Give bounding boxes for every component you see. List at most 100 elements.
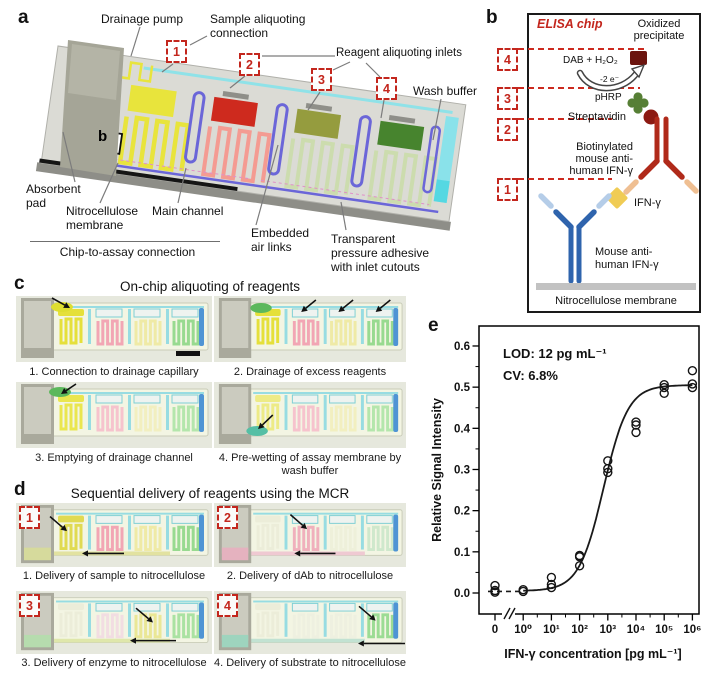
label-line: connection <box>210 26 269 41</box>
photo-aliquoting-step-2 <box>214 296 406 362</box>
caption-aliquoting-3: 3. Emptying of drainage channel <box>35 452 193 464</box>
inlet-badge-1: 1 <box>166 40 187 63</box>
x-tick-label: 10¹ <box>543 624 560 636</box>
panel-d-title: Sequential delivery of reagents using th… <box>70 486 350 501</box>
caption-aliquoting-4: 4. Pre-wetting of assay membrane by wash… <box>218 452 402 478</box>
data-point <box>518 585 528 595</box>
chip-photo-illustration <box>16 296 212 362</box>
data-point <box>631 417 641 427</box>
air-link-loop <box>422 125 442 194</box>
step-badge-2: 2 <box>497 118 518 141</box>
label-line: Nitrocellulose <box>66 204 139 218</box>
y-tick-label: 0.2 <box>454 506 470 518</box>
y-tick-label: 0.5 <box>454 382 471 394</box>
sample-reservoir <box>127 84 177 118</box>
chip-photo-illustration <box>214 296 406 362</box>
chip-photo-illustration <box>16 591 212 654</box>
absorbent-pad-face <box>68 44 120 100</box>
photo-aliquoting-step-3 <box>16 382 212 448</box>
label-line: Chip-to-assay connection <box>59 245 196 259</box>
delivery-badge-3: 3 <box>19 594 40 617</box>
data-point <box>546 579 557 590</box>
inlet-badge-2: 2 <box>239 53 260 76</box>
label-capture-2: human IFN-γ <box>595 259 659 271</box>
axis-break-mark <box>503 607 511 620</box>
reagent-serpentine-olive <box>284 137 355 196</box>
label-reagent-inlets: Reagent aliquoting inlets <box>336 47 462 61</box>
reagent-reservoir-olive <box>294 108 342 139</box>
x-tick-label: 10⁶ <box>683 624 701 636</box>
inlet-badge-3: 3 <box>311 68 332 91</box>
elisa-chip-title: ELISA chip <box>537 17 603 31</box>
label-streptavidin: Streptavidin <box>568 111 626 123</box>
delivery-badge-4: 4 <box>217 594 238 617</box>
caption-delivery-1: 1. Delivery of sample to nitrocellulose <box>22 570 206 582</box>
photo-delivery-step-1: 1 <box>16 503 212 567</box>
capture-antibody-blue <box>538 193 612 284</box>
delivery-badge-1: 1 <box>19 506 40 529</box>
label-nitrocellulose: Nitrocellulose membrane <box>66 204 138 232</box>
data-point <box>687 366 698 376</box>
x-tick-label: 10⁴ <box>627 624 646 636</box>
photo-delivery-step-2: 2 <box>214 503 406 567</box>
chip-photo-illustration <box>16 382 212 448</box>
label-line: Transparent <box>331 232 396 246</box>
air-link-loop <box>267 103 289 176</box>
reaction-arrow <box>578 71 638 90</box>
panel-e-label: e <box>428 315 439 336</box>
step-dash-lines <box>498 48 648 180</box>
label-biotinylated-1: Biotinylated <box>576 141 633 153</box>
reagent-serpentine-red <box>200 125 272 184</box>
label-oxidized-1: Oxidized <box>638 18 681 30</box>
y-tick-label: 0.1 <box>454 547 471 559</box>
label-line: Absorbent <box>26 182 81 196</box>
panel-b-label: b <box>486 7 498 28</box>
x-tick-label: 10⁰ <box>514 624 532 636</box>
marker-b-on-chip: b <box>98 128 108 145</box>
y-axis-title: Relative Signal Intensity <box>430 398 444 542</box>
chip-photo-illustration <box>214 591 406 654</box>
chip-3d-illustration <box>35 26 467 231</box>
data-point <box>574 561 585 571</box>
photo-aliquoting-step-1 <box>16 296 212 362</box>
data-point <box>603 456 613 466</box>
y-tick-label: 0.0 <box>454 588 470 600</box>
label-air-links: Embedded air links <box>251 226 309 254</box>
panel-d-label: d <box>14 479 26 500</box>
caption-aliquoting-2: 2. Drainage of excess reagents <box>233 366 387 378</box>
step-badge-1: 1 <box>497 178 518 201</box>
label-phrp: pHRP <box>595 92 622 103</box>
panel-a-label: a <box>18 7 29 28</box>
membrane-bar <box>536 283 696 290</box>
label-wash-buffer: Wash buffer <box>413 84 477 98</box>
x-tick-label: 10² <box>571 624 588 636</box>
x-tick-label: 10³ <box>599 624 616 636</box>
caption-delivery-2: 2. Delivery of dAb to nitrocellulose <box>226 570 394 582</box>
reagent-reservoir-red <box>210 96 258 127</box>
fit-curve <box>523 384 693 592</box>
label-line: pressure adhesive <box>331 246 430 261</box>
caption-delivery-4: 4. Delivery of substrate to nitrocellulo… <box>214 657 406 669</box>
label-oxidized-2: precipitate <box>634 30 685 42</box>
x-tick-label: 0 <box>492 624 498 636</box>
chip-to-assay-rule <box>30 241 220 242</box>
lod-annotation: LOD: 12 pg mL⁻¹ <box>503 346 607 361</box>
x-tick-label: 10⁵ <box>655 624 673 636</box>
label-main-channel: Main channel <box>152 204 223 218</box>
data-point <box>659 382 669 393</box>
label-line: Embedded <box>251 226 310 240</box>
sample-serpentine <box>117 115 191 172</box>
ifn-gamma-antigen <box>606 187 628 209</box>
label-electrons: -2 e⁻ <box>600 74 619 84</box>
data-point <box>631 420 641 430</box>
data-point <box>546 582 557 593</box>
y-tick-label: 0.6 <box>454 341 470 353</box>
data-point <box>546 572 557 583</box>
label-drainage-pump: Drainage pump <box>101 12 183 26</box>
reaction-arrowhead <box>630 63 646 79</box>
y-tick-label: 0.3 <box>454 464 470 476</box>
label-line: air links <box>251 240 292 255</box>
label-line: with inlet cutouts <box>331 260 420 275</box>
